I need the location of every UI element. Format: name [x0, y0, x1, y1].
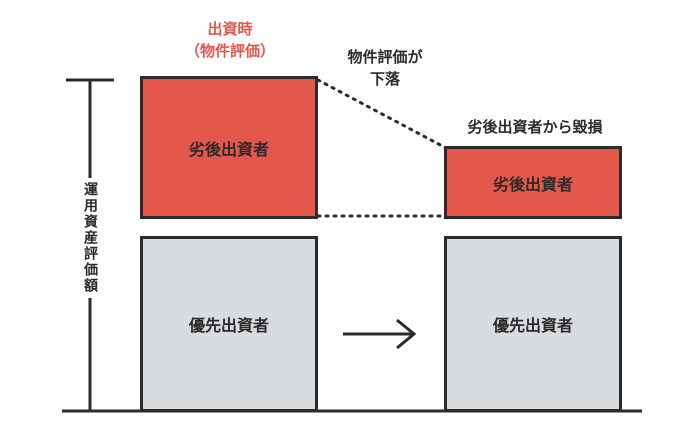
left-senior-block: 優先出資者	[140, 236, 318, 412]
at-investment-line2: （物件評価）	[184, 42, 275, 60]
right-senior-label: 優先出資者	[492, 316, 573, 335]
left-subordinated-block: 劣後出資者	[140, 76, 318, 219]
right-subordinated-label: 劣後出資者	[492, 174, 573, 194]
drop-dotted-line	[316, 78, 448, 150]
value-drop-label: 物件評価が 下落	[325, 46, 445, 90]
left-subordinated-label: 劣後出資者	[188, 139, 269, 159]
value-drop-line2: 下落	[369, 70, 400, 88]
loss-note: 劣後出資者から毀損	[467, 118, 603, 136]
at-investment-label: 出資時 （物件評価）	[150, 18, 310, 62]
right-subordinated-block: 劣後出資者	[444, 146, 622, 219]
right-senior-block: 優先出資者	[444, 236, 622, 412]
axis-label: 運用資産評価額	[80, 178, 100, 298]
right-arrow-icon	[343, 318, 417, 350]
at-investment-line1: 出資時	[207, 20, 253, 38]
value-drop-line1: 物件評価が	[347, 48, 423, 66]
left-senior-label: 優先出資者	[188, 316, 269, 335]
